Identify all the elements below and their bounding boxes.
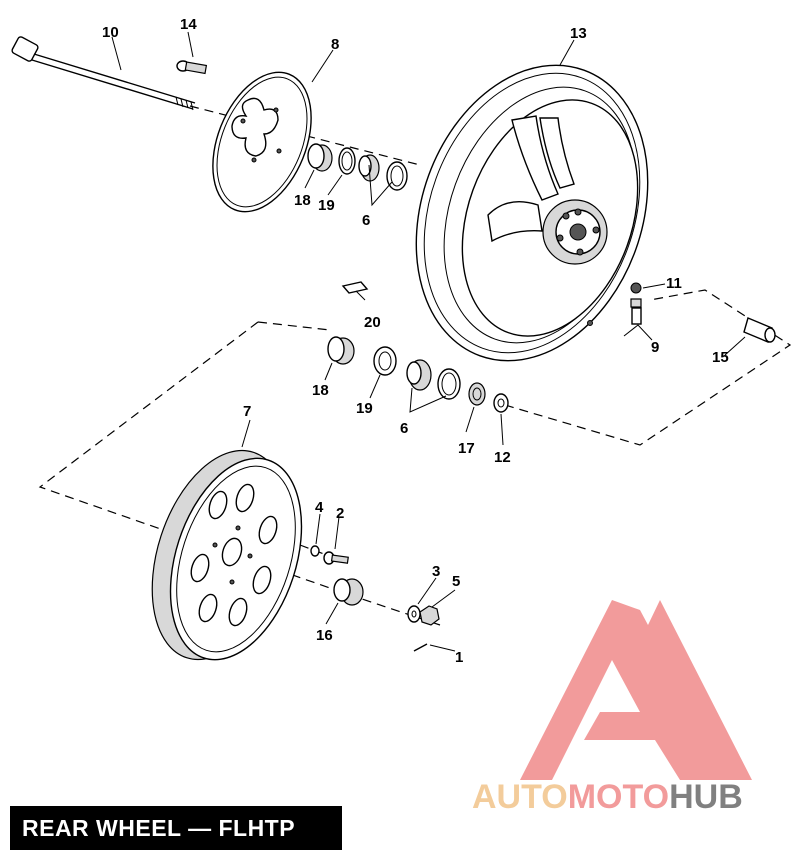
callout-12: 12 — [494, 449, 511, 466]
callout-4: 4 — [315, 499, 324, 516]
callout-17: 17 — [458, 440, 475, 457]
callout-18a: 18 — [294, 192, 311, 209]
callout-labels: 1 2 3 4 5 6 6 7 8 9 10 11 12 13 14 15 16… — [102, 16, 729, 666]
callout-16: 16 — [316, 627, 333, 644]
callout-7: 7 — [243, 403, 251, 420]
callout-15: 15 — [712, 349, 729, 366]
watermark-text-hub: HUB — [669, 778, 743, 816]
watermark-logo: AUTOMOTOHUB — [472, 600, 752, 816]
callout-8: 8 — [331, 36, 339, 53]
axle-nut-parts-1-3-5 — [407, 605, 440, 652]
lower-bearing-stack — [327, 336, 509, 413]
wheel-part-13 — [415, 64, 649, 362]
watermark-text: AUTOMOTOHUB — [472, 778, 743, 816]
callout-14: 14 — [180, 16, 197, 33]
callout-10: 10 — [102, 24, 119, 41]
screw-part-14 — [176, 60, 208, 75]
upper-bearing-stack — [307, 143, 408, 191]
callout-13: 13 — [570, 25, 587, 42]
axle-part-10 — [11, 36, 196, 111]
leader-lines — [111, 31, 746, 652]
pulley-part-7 — [151, 449, 303, 661]
watermark-text-moto: MOTO — [568, 778, 669, 816]
callout-19b: 19 — [356, 400, 373, 417]
page-title: REAR WHEEL — FLHTP — [22, 814, 296, 841]
balance-weight-part-20 — [341, 281, 369, 294]
callout-11: 11 — [666, 275, 682, 292]
callout-6a: 6 — [362, 212, 370, 229]
callout-18b: 18 — [312, 382, 329, 399]
bolt-parts-2-4 — [310, 545, 349, 565]
title-banner: REAR WHEEL — FLHTP — [10, 806, 342, 850]
callout-2: 2 — [336, 505, 344, 522]
callout-19a: 19 — [318, 197, 335, 214]
callout-3: 3 — [432, 563, 440, 580]
brake-disc-part-8 — [212, 71, 312, 213]
watermark-logo-shape — [520, 600, 752, 780]
callout-9: 9 — [651, 339, 659, 356]
callout-6b: 6 — [400, 420, 408, 437]
callout-20: 20 — [364, 314, 381, 331]
valve-stem-parts-9-11 — [630, 282, 642, 325]
spacer-part-15 — [743, 317, 776, 343]
watermark-text-auto: AUTO — [472, 778, 568, 816]
callout-1: 1 — [455, 649, 463, 666]
callout-5: 5 — [452, 573, 460, 590]
spacer-part-16 — [333, 578, 364, 606]
